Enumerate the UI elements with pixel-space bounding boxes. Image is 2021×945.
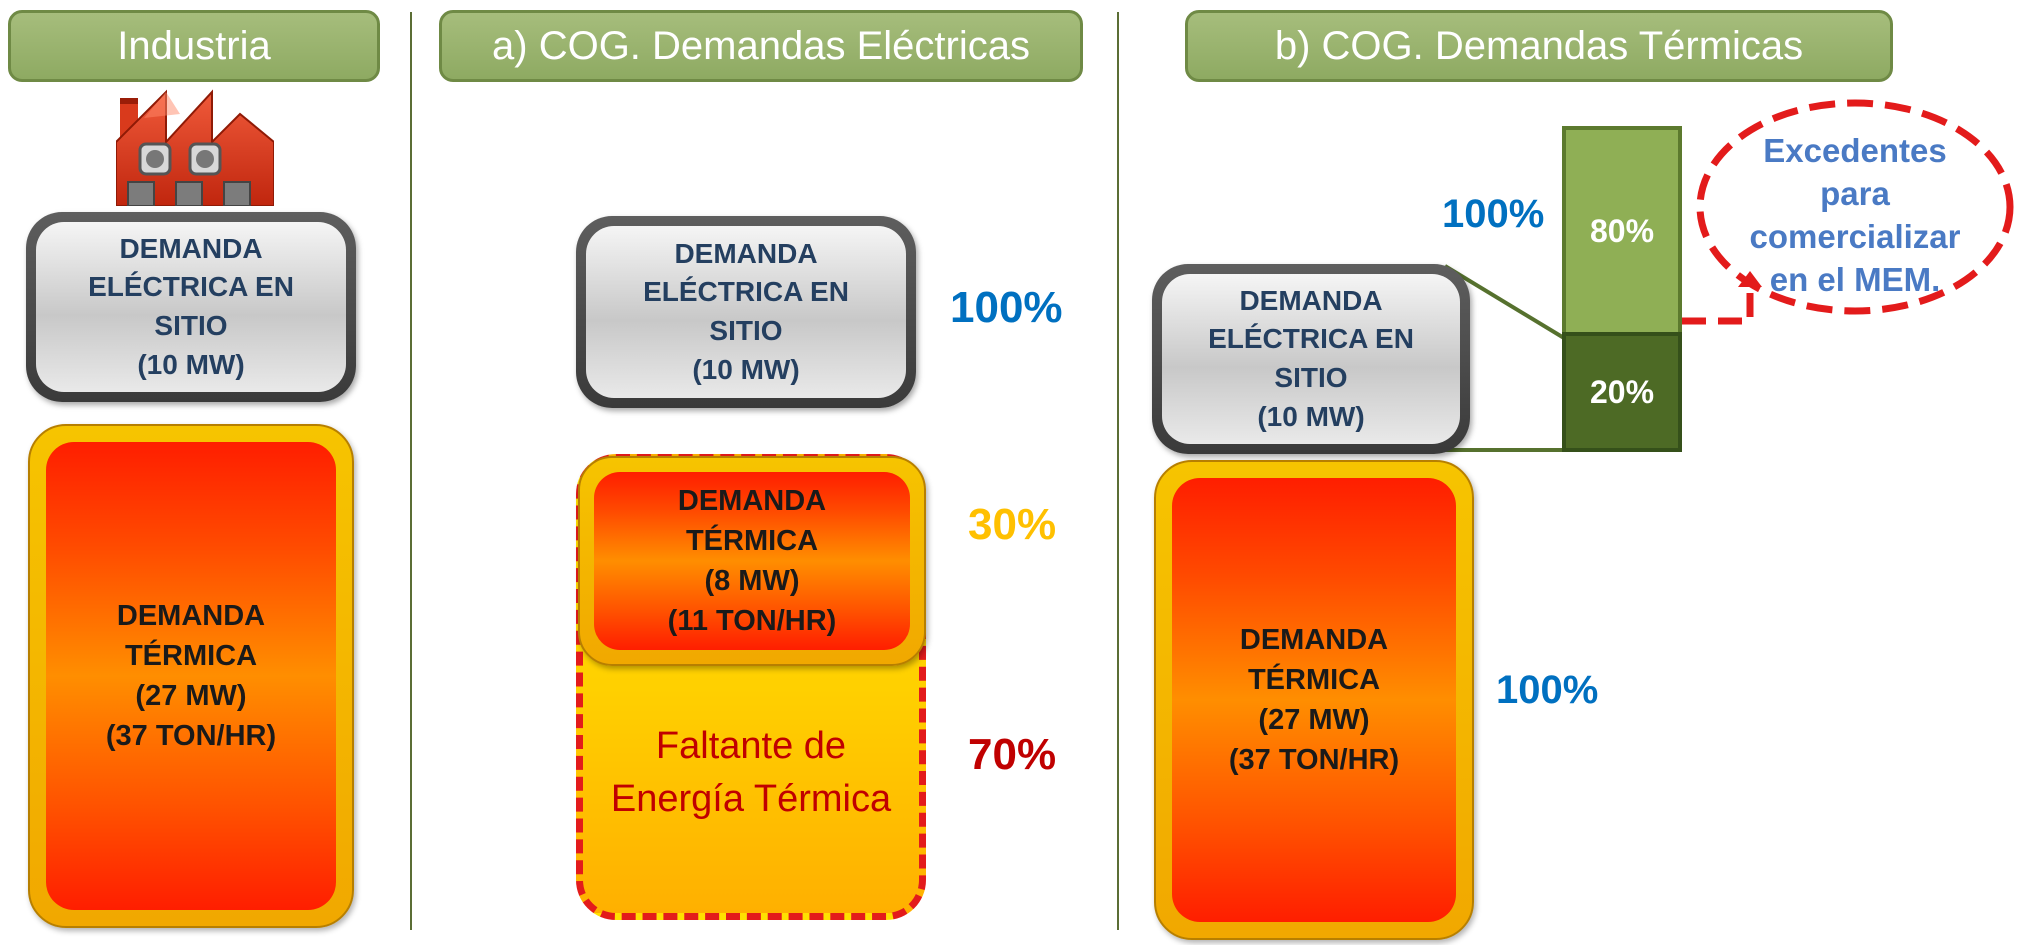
termicas-top-pct: 100% xyxy=(1442,192,1545,236)
surplus-bar-lower: 20% xyxy=(1562,332,1682,452)
industria-electric-demand-box: DEMANDA ELÉCTRICA EN SITIO (10 MW) xyxy=(26,212,356,402)
electricas-deficit-pct: 70% xyxy=(968,730,1057,779)
electricas-electric-pct: 100% xyxy=(950,283,1063,332)
connector-lines xyxy=(1443,264,1566,452)
thermal-deficit-label: Faltante de Energía Térmica xyxy=(610,725,892,821)
termicas-electric-demand-box: DEMANDA ELÉCTRICA EN SITIO (10 MW) xyxy=(1152,264,1470,454)
electricas-thermal-demand-box: DEMANDA TÉRMICA (8 MW) (11 TON/HR) xyxy=(578,456,926,666)
electricas-electric-demand-box: DEMANDA ELÉCTRICA EN SITIO (10 MW) xyxy=(576,216,916,408)
surplus-callout-bubble xyxy=(1682,99,2014,325)
surplus-callout-text: Excedentes para comercializar en el MEM. xyxy=(1749,132,1961,298)
header-cog-electricas: a) COG. Demandas Eléctricas xyxy=(439,10,1083,82)
header-industria: Industria xyxy=(8,10,380,82)
termicas-thermal-demand-box: DEMANDA TÉRMICA (27 MW) (37 TON/HR) xyxy=(1154,460,1474,940)
industria-thermal-demand-box: DEMANDA TÉRMICA (27 MW) (37 TON/HR) xyxy=(28,424,354,928)
termicas-thermal-pct: 100% xyxy=(1496,668,1599,712)
header-cog-termicas: b) COG. Demandas Térmicas xyxy=(1185,10,1893,82)
factory-icon xyxy=(116,89,274,206)
electricas-thermal-pct: 30% xyxy=(968,500,1057,549)
surplus-bar-upper: 80% xyxy=(1562,126,1682,336)
separator-right xyxy=(1117,12,1119,930)
separator-left xyxy=(410,12,412,930)
